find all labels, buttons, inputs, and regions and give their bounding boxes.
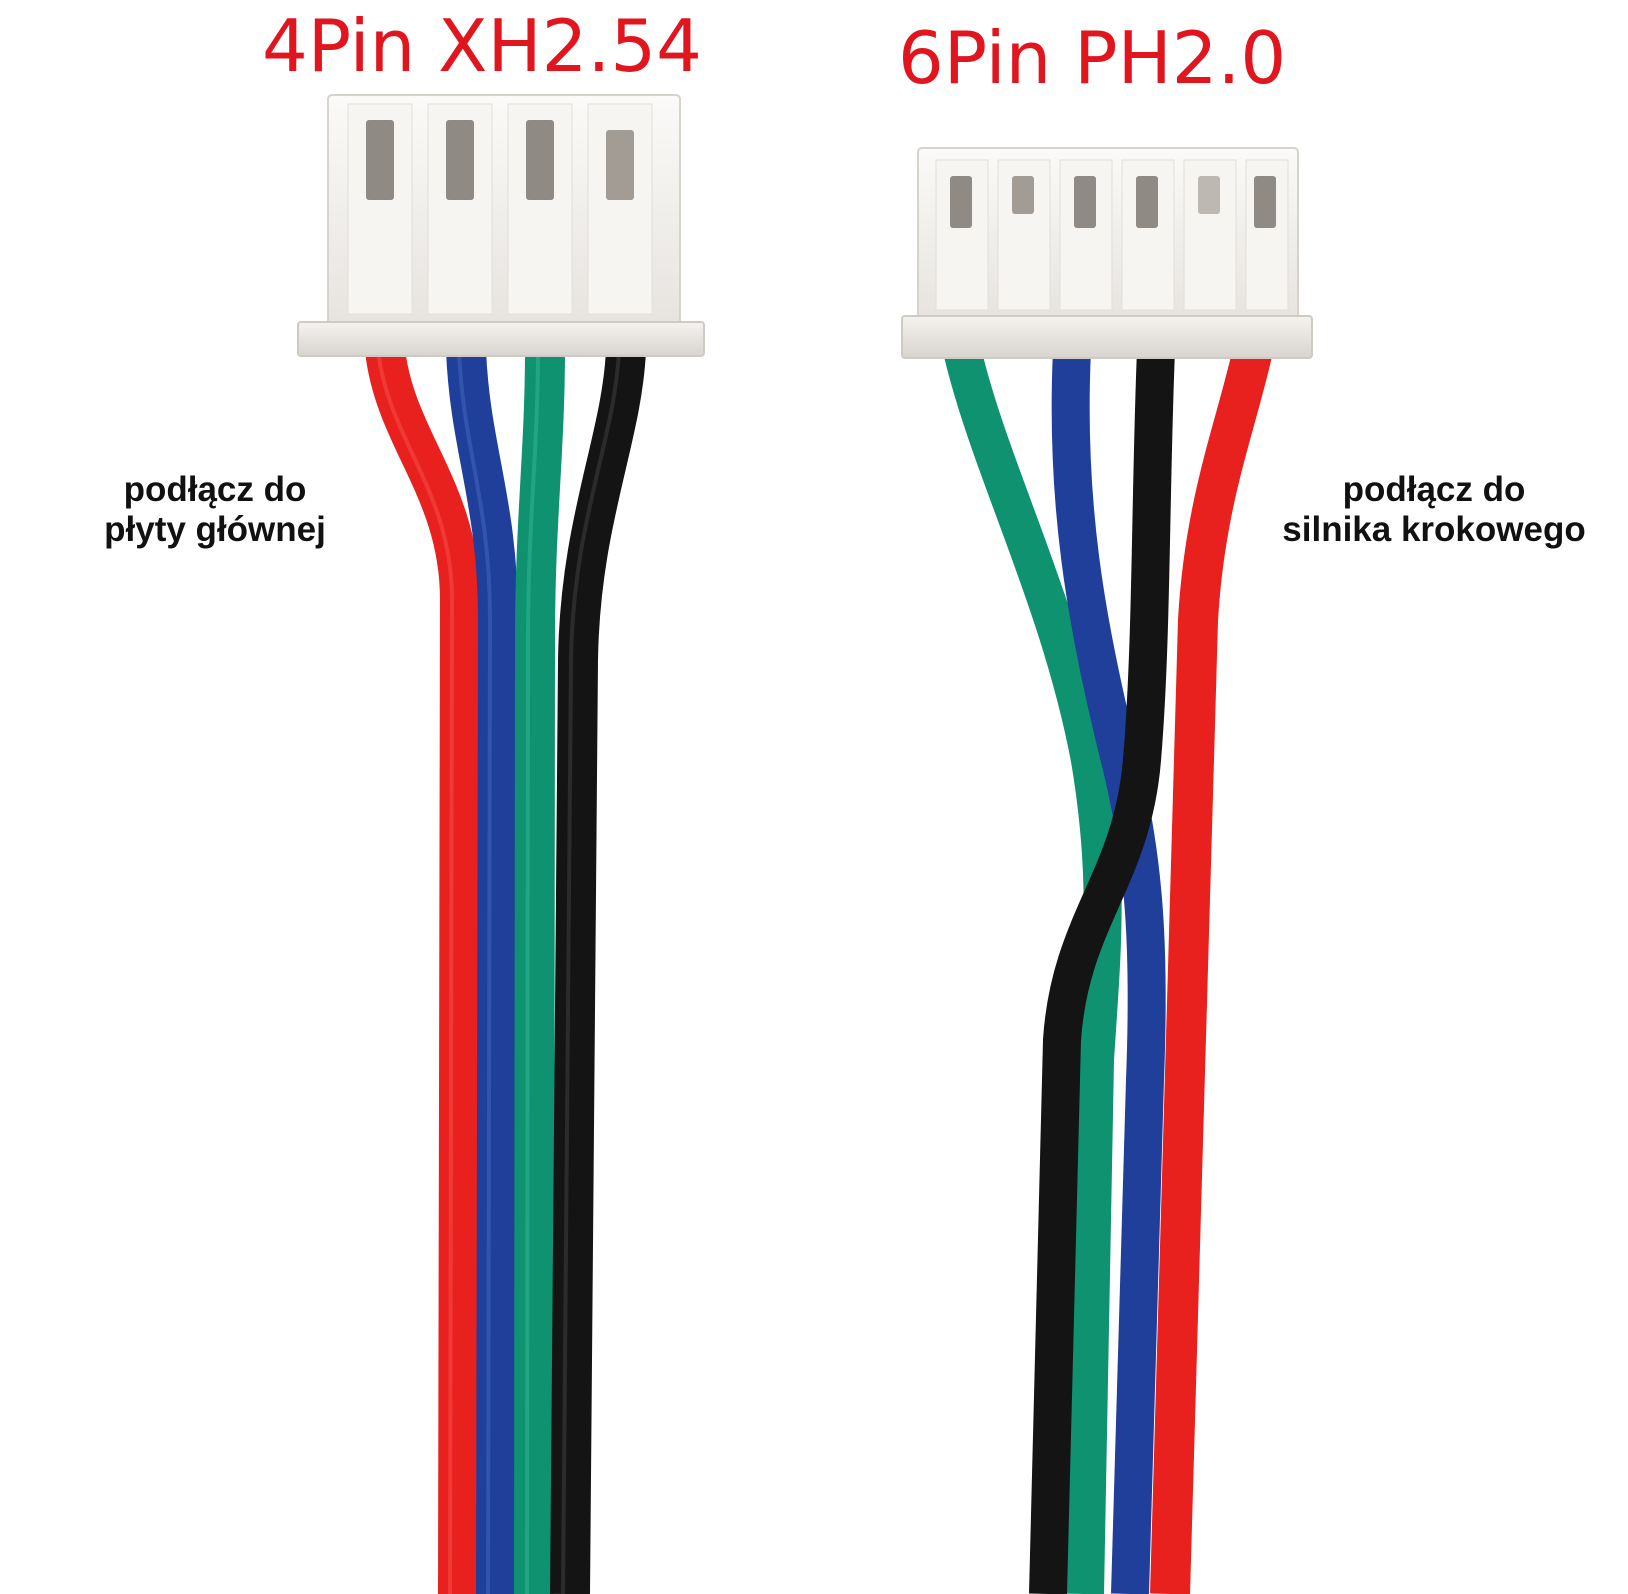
right-wire-blue xyxy=(1051,349,1166,1594)
right-wire-black xyxy=(1029,349,1175,1594)
right-pin-2 xyxy=(1012,176,1034,214)
right-pin-4 xyxy=(1136,176,1158,228)
left-pin-2 xyxy=(446,120,474,200)
left-wire-black xyxy=(550,348,646,1594)
left-connector-lip xyxy=(297,321,705,357)
left-pin-4 xyxy=(606,130,634,200)
left-wire-red xyxy=(365,347,481,1594)
right-pin-5 xyxy=(1198,176,1220,214)
right-connector-title: 6Pin PH2.0 xyxy=(898,16,1287,100)
left-note-line-1: podłącz do xyxy=(123,470,307,509)
left-wire-bundle xyxy=(365,347,646,1594)
right-wire-red xyxy=(1150,345,1273,1594)
left-note-line-2: płyty głównej xyxy=(104,510,326,549)
right-pin-6 xyxy=(1254,176,1276,228)
right-connector xyxy=(901,147,1313,359)
left-pin-1 xyxy=(366,120,394,200)
right-connection-note: podłącz do silnika krokowego xyxy=(1240,470,1628,550)
right-pin-3 xyxy=(1074,176,1096,228)
right-note-line-1: podłącz do xyxy=(1342,470,1526,509)
right-wire-bundle xyxy=(943,345,1273,1594)
left-connector-pins xyxy=(347,103,653,315)
left-connector-title: 4Pin XH2.54 xyxy=(262,4,702,88)
right-connector-lip xyxy=(901,315,1313,359)
left-wire-green xyxy=(514,349,565,1594)
left-connection-note: podłącz do płyty głównej xyxy=(70,470,360,550)
right-connector-pins xyxy=(935,159,1289,311)
right-pin-1 xyxy=(950,176,972,228)
right-wire-green xyxy=(943,345,1122,1594)
right-note-line-2: silnika krokowego xyxy=(1282,510,1586,549)
left-connector xyxy=(297,94,705,357)
left-pin-3 xyxy=(526,120,554,200)
left-wire-blue xyxy=(446,349,519,1594)
